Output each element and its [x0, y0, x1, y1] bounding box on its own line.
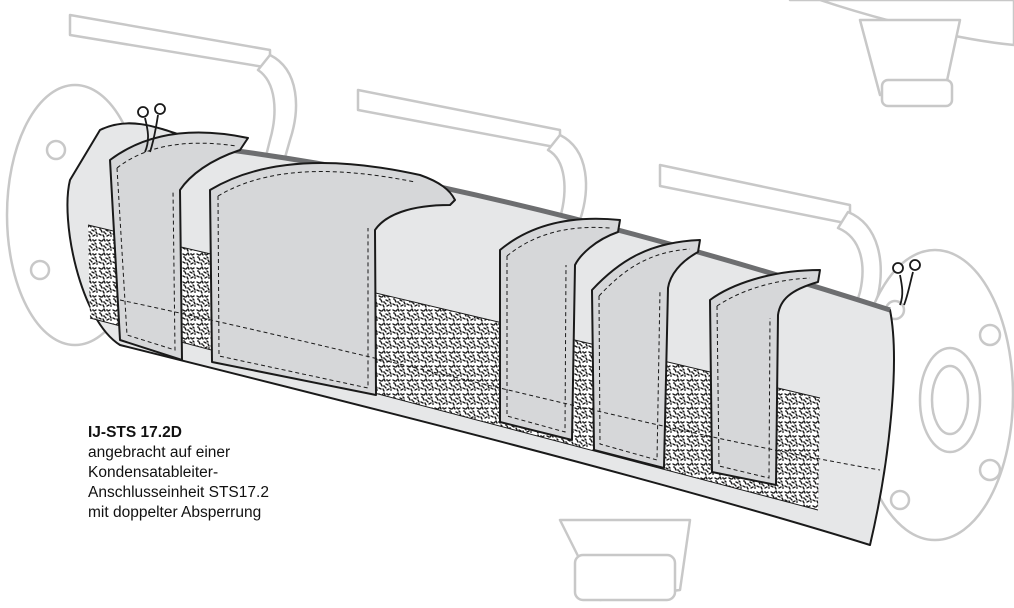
- product-title: IJ-STS 17.2D: [88, 424, 182, 441]
- product-caption: IJ-STS 17.2D angebracht auf einer Konden…: [88, 423, 269, 523]
- strap-stitching: [116, 142, 881, 479]
- caption-line-3: Anschlusseinheit STS17.2: [88, 484, 269, 501]
- caption-line-2: Kondensatableiter-: [88, 464, 219, 481]
- caption-line-1: angebracht auf einer: [88, 444, 231, 461]
- caption-line-4: mit doppelter Absperrung: [88, 504, 262, 521]
- velcro-straps: [109, 131, 821, 486]
- sensor-wires: [137, 103, 921, 306]
